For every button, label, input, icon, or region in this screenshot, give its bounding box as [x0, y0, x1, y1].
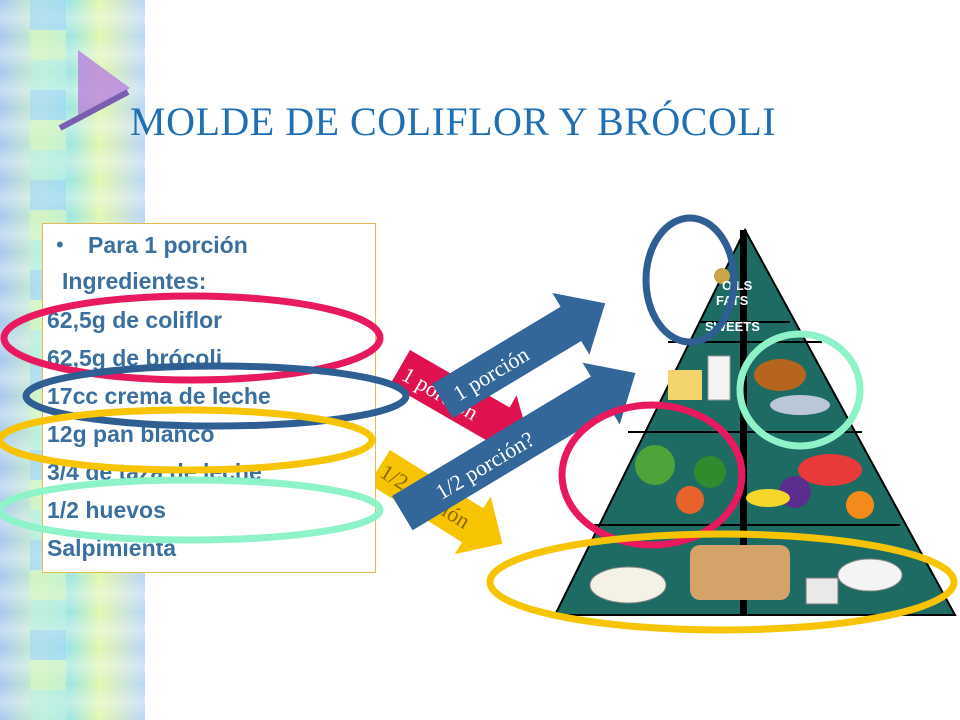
slide-title: MOLDE DE COLIFLOR Y BRÓCOLI: [130, 99, 777, 144]
pyramid-divider-vertical: [740, 230, 747, 615]
ingredients-heading: Ingredientes:: [62, 268, 207, 294]
highlight-circle-pink-pyramid: [558, 401, 746, 549]
chicken-icon: [754, 359, 806, 391]
banana-icon: [746, 489, 790, 507]
carrot-icon: [676, 486, 704, 514]
broccoli-icon: [694, 456, 726, 488]
sidebar-triangle-shape: [78, 50, 130, 122]
orange-icon: [846, 491, 874, 519]
ingredient-item-7: Salpimienta: [47, 535, 177, 561]
rice-bowl-icon: [837, 558, 903, 592]
crackers-icon: [805, 577, 839, 605]
ingredient-item-3: 17cc crema de leche: [47, 383, 271, 409]
highlight-circle-yellow-pyramid: [486, 530, 958, 634]
portion-line: Para 1 porción: [88, 232, 248, 258]
fish-icon: [770, 395, 830, 415]
ingredient-item-4: 12g pan blanco: [47, 421, 215, 447]
oil-drop-icon: [714, 268, 730, 284]
ingredient-item-2: 62,5g de brócoli: [47, 345, 223, 371]
highlight-circle-mint-pyramid: [736, 330, 864, 450]
bread-icon: [690, 545, 790, 600]
cabbage-icon: [635, 445, 675, 485]
ingredient-item-5: 3/4 de taza de leche: [47, 459, 262, 485]
cheese-icon: [668, 370, 702, 400]
bowl-icon: [589, 566, 667, 604]
highlight-circle-navy-pyramid: [642, 214, 738, 346]
ingredient-item-6: 1/2 huevos: [47, 497, 166, 523]
watermelon-icon: [798, 454, 862, 486]
sidebar-pointer-line: [58, 89, 130, 131]
bullet-dot: •: [56, 232, 64, 257]
ingredient-item-1: 62,5g de coliflor: [47, 307, 223, 333]
milk-icon: [707, 355, 731, 401]
